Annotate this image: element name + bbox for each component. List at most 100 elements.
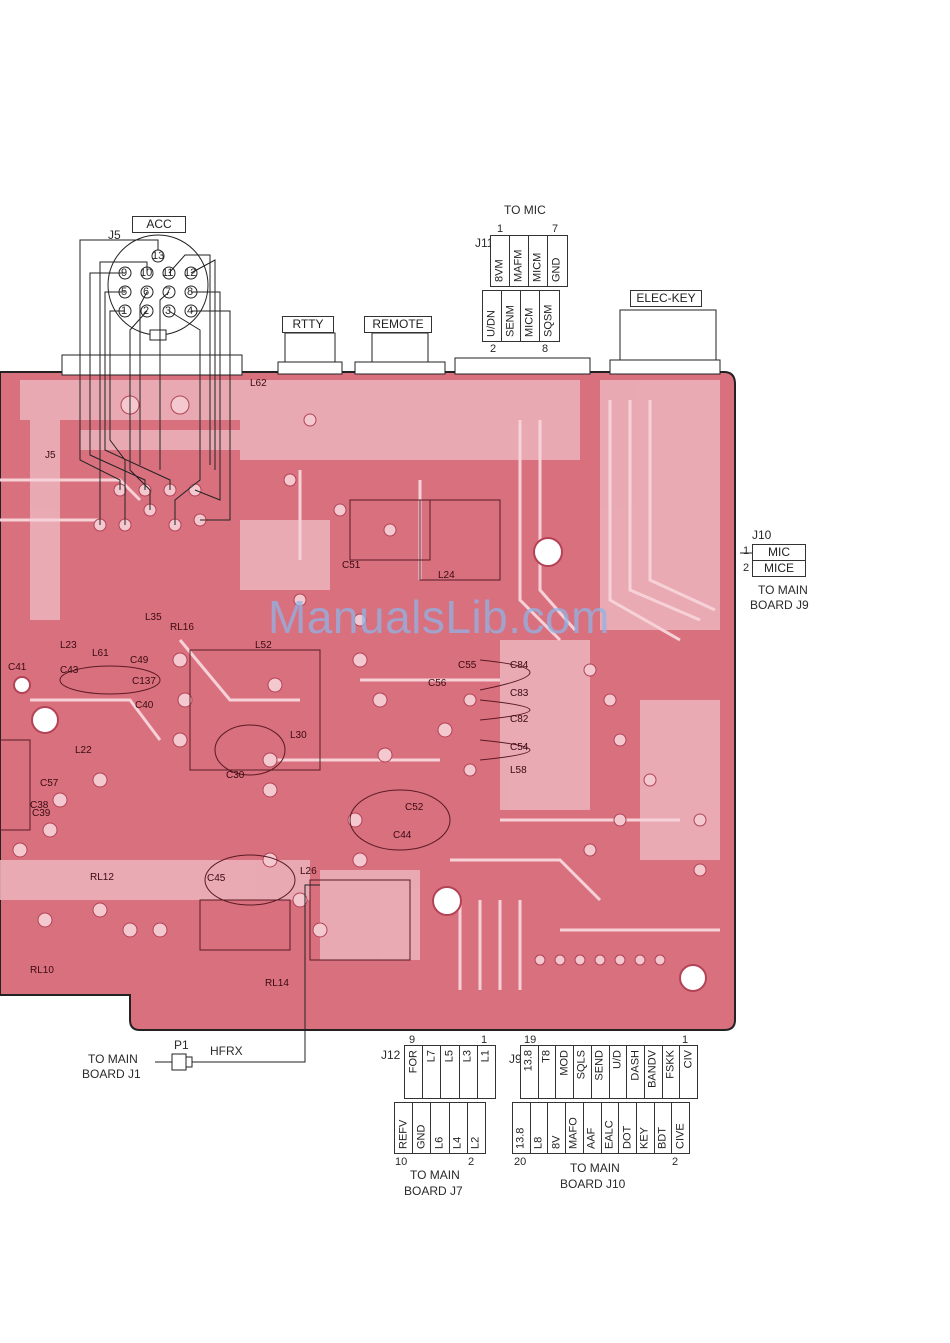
j9-pin-label: U/D [611, 1050, 624, 1069]
silkscreen-ref: C41 [8, 662, 27, 673]
j11-pin-label: MICM [531, 252, 544, 282]
j12-pin-label: L1 [479, 1050, 492, 1063]
j9-bottom-row: 13.8 L8 8V MAFO AAF EALC DOT KEY BDT CIV… [512, 1102, 690, 1154]
rtty-jack [277, 332, 343, 375]
acc-pin: 4 [187, 305, 194, 317]
acc-pin: 11 [162, 267, 174, 279]
rtty-label: RTTY [282, 316, 334, 333]
j11-pin-last-top: 7 [552, 223, 559, 235]
p1-dest-line1: TO MAIN [88, 1052, 138, 1066]
j12-pin-label: L2 [469, 1136, 482, 1149]
acc-pin: 5 [121, 286, 128, 298]
j12-bottom-row: REFV GND L6 L4 L2 [394, 1102, 486, 1154]
silkscreen-ref: C54 [510, 742, 529, 753]
silkscreen-ref: C51 [342, 560, 361, 571]
silkscreen-ref: L22 [75, 745, 92, 756]
j9-pin-label: CIV [682, 1050, 695, 1069]
silkscreen-ref: L24 [438, 570, 455, 581]
j11-pin-label: SQSM [542, 304, 555, 337]
silkscreen-ref: C39 [32, 808, 51, 819]
acc-pin: 1 [121, 305, 128, 317]
j9-pin-label: EALC [603, 1120, 616, 1149]
j11-pin-label: GND [550, 257, 563, 282]
acc-din-connector [61, 234, 243, 376]
j11-pin-label: MAFM [512, 249, 525, 282]
j11-pin-first-bottom: 2 [490, 343, 497, 355]
acc-pin: 3 [165, 305, 172, 317]
j12-ref: J12 [381, 1048, 401, 1062]
j9-pin-label: MOD [558, 1050, 571, 1076]
j9-pin-label: 8V [550, 1135, 563, 1149]
silkscreen-ref: L35 [145, 612, 162, 623]
j9-pin-label: 13.8 [514, 1127, 527, 1149]
j10-pin-num: 2 [743, 562, 750, 574]
j9-pin-label: AAF [585, 1127, 598, 1149]
remote-label: REMOTE [364, 316, 432, 333]
acc-pin: 7 [165, 286, 172, 298]
p1-dest-line2: BOARD J1 [82, 1067, 141, 1081]
elec-key-label: ELEC-KEY [630, 290, 702, 307]
j9-dest-line1: TO MAIN [570, 1161, 620, 1175]
acc-pin: 9 [121, 267, 128, 279]
mounting-holes [13, 537, 707, 992]
j11-pin-label: MICM [523, 307, 536, 337]
j9-pin-label: 13.8 [522, 1050, 535, 1072]
watermark: ManualsLib.com [268, 591, 610, 643]
elec-key-jack [609, 309, 721, 375]
j12-pin-label: REFV [397, 1119, 410, 1149]
j9-pin-top-left: 19 [524, 1034, 537, 1046]
j9-pin-label: DASH [629, 1050, 642, 1081]
j12-pin-label: GND [415, 1124, 428, 1149]
j9-pin-label: FSKK [664, 1050, 677, 1079]
silkscreen-ref: C45 [207, 873, 226, 884]
j12-pin-bottom-right: 2 [468, 1156, 475, 1168]
j9-pin-label: DOT [621, 1125, 634, 1149]
silkscreen-ref: C57 [40, 778, 59, 789]
j12-dest-line2: BOARD J7 [404, 1184, 463, 1198]
silkscreen-ref: C137 [132, 676, 156, 687]
silkscreen-ref: L26 [300, 866, 317, 877]
p1-cable [155, 884, 320, 1071]
silkscreen-ref: C52 [405, 802, 424, 813]
j12-pin-top-left: 9 [409, 1034, 416, 1046]
silkscreen-ref: C43 [60, 665, 79, 676]
j9-pin-label: BANDV [646, 1050, 659, 1088]
acc-ref: J5 [108, 228, 121, 242]
silkscreen-ref: C82 [510, 714, 529, 725]
j9-pin-label: SQLS [575, 1050, 588, 1080]
acc-pin: 12 [184, 267, 197, 279]
j9-pin-label: MAFO [567, 1117, 580, 1149]
j10-ref: J10 [752, 528, 772, 542]
j12-pin-label: L4 [451, 1136, 464, 1149]
silkscreen-ref: C83 [510, 688, 529, 699]
acc-pin: 13 [152, 250, 165, 262]
j10-pin-mic: MIC [752, 544, 806, 561]
j12-pin-label: FOR [407, 1050, 420, 1074]
silkscreen-ref: RL10 [30, 965, 54, 976]
j12-pin-bottom-left: 10 [395, 1156, 408, 1168]
p1-signal: HFRX [210, 1044, 243, 1058]
j9-pin-label: L8 [532, 1136, 545, 1149]
j11-pin-label: U/DN [485, 310, 498, 337]
mic-title: TO MIC [504, 203, 546, 217]
j11-pin-first-top: 1 [497, 223, 504, 235]
j12-top-row: FOR L7 L5 L3 L1 [404, 1045, 496, 1099]
silkscreen-ref: RL14 [265, 978, 289, 989]
silkscreen-ref: C38 [30, 800, 49, 811]
j11-top-row: 8VM MAFM MICM GND [490, 235, 568, 287]
j11-pin-last-bottom: 8 [542, 343, 549, 355]
j9-pin-label: CIVE [674, 1123, 687, 1149]
j11-ref: J11 [475, 236, 494, 250]
silkscreen-ref: L52 [255, 640, 272, 651]
j11-bottom-row: U/DN SENM MICM SQSM [482, 290, 560, 342]
acc-pin: 8 [187, 286, 194, 298]
j12-pin-label: L5 [443, 1050, 456, 1063]
j11-pin-label: 8VM [493, 259, 506, 282]
pcb-traces-lines [0, 400, 720, 990]
acc-label: ACC [132, 216, 186, 233]
acc-wires [79, 239, 231, 525]
j10-dest-line1: TO MAIN [758, 583, 808, 597]
j9-pin-label: KEY [638, 1126, 651, 1149]
j9-ref: J9 [509, 1052, 522, 1066]
